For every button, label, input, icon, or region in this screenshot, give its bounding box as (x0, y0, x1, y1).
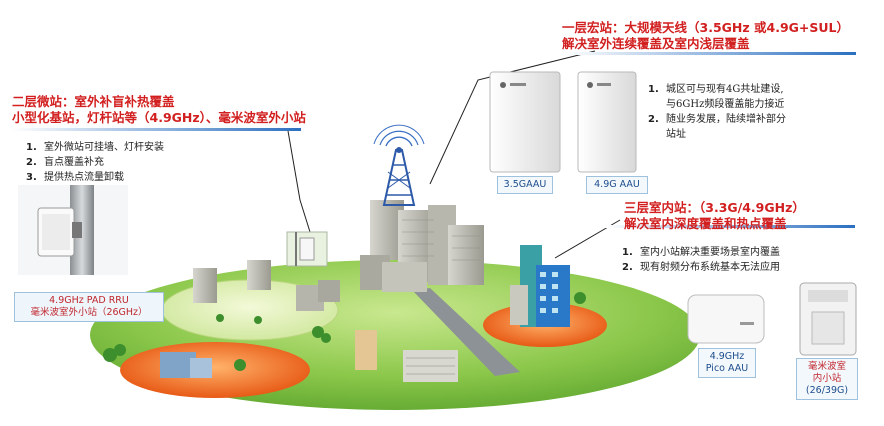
tier2-list: 1.室外微站可挂墙、灯杆安装 2.盲点覆盖补充 3.提供热点流量卸载 (26, 140, 164, 185)
tier1-list: 1.城区可与现有4G共址建设, 与6GHz频段覆盖能力接近 2.随业务发展，陆续… (648, 82, 786, 142)
list-item: 3.提供热点流量卸载 (26, 172, 124, 183)
antenna-panel-icon (489, 71, 561, 173)
mmwave-indoor-label: 毫米波室 内小站 (26/39G) (796, 358, 858, 400)
tier3-title-bar (605, 225, 855, 228)
aau-49g-label: 4.9G AAU (586, 176, 648, 194)
list-item: 2.盲点覆盖补充 (26, 157, 104, 168)
list-item: 与6GHz频段覆盖能力接近 (666, 99, 785, 110)
pad-rru-label-line2: 毫米波室外小站（26GHz） (30, 307, 148, 318)
lower-buildings (160, 330, 458, 382)
tier3-title: 三层室内站：（3.3G/4.9GHz） 解决室内深度覆盖和热点覆盖 (624, 200, 805, 232)
tier1-title: 一层宏站：大规模天线（3.5GHz 或4.9G+SUL） 解决室外连续覆盖及室内… (562, 20, 849, 52)
pico-aau-label-line1: 4.9GHz (709, 351, 745, 362)
indoor-hotspot-zone-left (120, 342, 310, 398)
list-item: 1.室内小站解决重要场景室内覆盖 (622, 247, 780, 258)
tier3-title-line1: 三层室内站：（3.3G/4.9GHz） (624, 200, 805, 215)
pico-unit-icon (687, 294, 765, 344)
lamp-pole-site-thumbnail (286, 231, 328, 267)
street-pole-icon (18, 185, 128, 275)
mmwave-indoor-cell-icon (799, 282, 857, 356)
tier1-title-line1: 一层宏站：大规模天线（3.5GHz 或4.9G+SUL） (562, 20, 849, 35)
city-buildings (360, 200, 484, 292)
tier2-title-line1: 二层微站：室外补盲补热覆盖 (12, 94, 175, 109)
left-buildings (193, 260, 340, 311)
mmwave-indoor-label-line1: 毫米波室 (807, 361, 846, 372)
list-item: 站址 (666, 129, 686, 140)
radio-tower-icon (373, 124, 425, 206)
list-item: 1.城区可与现有4G共址建设, (648, 84, 784, 95)
tier3-title-line2: 解决室内深度覆盖和热点覆盖 (624, 216, 787, 231)
tier2-title: 二层微站：室外补盲补热覆盖 小型化基站，灯杆站等（4.9GHz）、毫米波室外小站 (12, 94, 306, 126)
tier2-title-bar (11, 128, 301, 131)
tier3-list: 1.室内小站解决重要场景室内覆盖 2.现有射频分布系统基本无法应用 (622, 245, 780, 275)
tier1-title-line2: 解决室外连续覆盖及室内浅层覆盖 (562, 36, 750, 51)
road (412, 288, 520, 376)
tier2-title-line2: 小型化基站，灯杆站等（4.9GHz）、毫米波室外小站 (12, 110, 306, 125)
indoor-station-building (510, 245, 570, 327)
pad-rru-label: 4.9GHz PAD RRU 毫米波室外小站（26GHz） (14, 292, 164, 322)
mmwave-indoor-label-line3: (26/39G) (805, 385, 849, 396)
pad-rru-label-line1: 4.9GHz PAD RRU (49, 295, 129, 306)
aau-35g-label: 3.5GAAU (497, 176, 553, 194)
pico-aau-label-line2: Pico AAU (705, 363, 749, 374)
pico-aau-label: 4.9GHz Pico AAU (698, 348, 756, 378)
list-item: 1.室外微站可挂墙、灯杆安装 (26, 142, 164, 153)
antenna-panel-icon-2 (577, 71, 637, 173)
list-item: 2.随业务发展，陆续增补部分 (648, 114, 786, 125)
tier1-title-bar (563, 52, 856, 55)
trees (103, 292, 586, 371)
mmwave-indoor-label-line2: 内小站 (812, 373, 842, 384)
list-item: 2.现有射频分布系统基本无法应用 (622, 262, 780, 273)
